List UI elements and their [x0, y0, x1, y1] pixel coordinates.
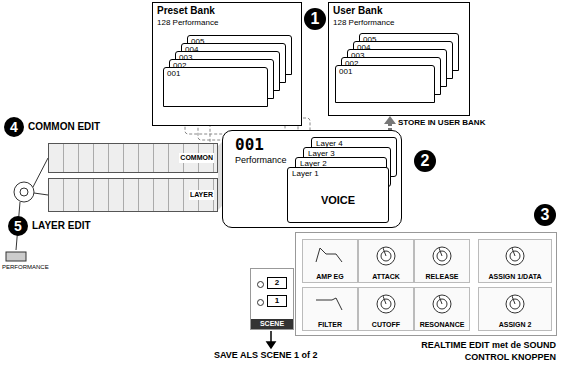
performance-box: 001PerformanceLayer 4Layer 3Layer 2Layer… — [222, 130, 402, 228]
node-text: ASSIGN 1/DATA — [479, 273, 551, 280]
section-label: COMMON EDIT — [28, 121, 100, 132]
node-text: RESONANCE — [415, 321, 469, 328]
bank-box: Preset Bank128 Performance00500400300200… — [152, 2, 302, 126]
control-panel: REALTIME EDIT met de SOUND CONTROL KNOPP… — [295, 232, 557, 336]
control-cell: FILTER — [302, 287, 358, 331]
node-text: CUTOFF — [359, 321, 413, 328]
store-arrow — [384, 116, 396, 130]
node-text: COMMON — [179, 153, 214, 163]
performance-card: 001 — [163, 67, 268, 107]
edit-knob — [14, 158, 48, 250]
edge-label: STORE IN USER BANK — [397, 118, 486, 128]
control-cell: RELEASE — [414, 239, 470, 283]
node-text: FILTER — [303, 321, 357, 328]
save-arrow — [267, 331, 275, 348]
control-cell: CUTOFF — [358, 287, 414, 331]
node-text: SCENE — [251, 319, 293, 329]
node-text: Preset Bank — [157, 5, 215, 16]
node-subtext: 128 Performance — [157, 18, 218, 27]
caption-label: SAVE ALS SCENE 1 of 2 — [214, 350, 318, 360]
node-subtext: VOICE — [288, 194, 388, 206]
node-text: AMP EG — [303, 273, 357, 280]
node-text: 2 — [268, 278, 286, 288]
node-subtext: Performance — [235, 155, 287, 165]
led — [257, 299, 264, 306]
node-text: 001 — [339, 67, 352, 76]
knob-icon — [366, 244, 406, 268]
knob-icon — [422, 244, 462, 268]
knob-icon — [366, 292, 406, 316]
control-cell: ATTACK — [358, 239, 414, 283]
performance-card: 001 — [335, 65, 435, 103]
node-text: 001 — [235, 135, 264, 154]
callout-number: 3 — [534, 204, 556, 226]
callout-number: 2 — [414, 150, 436, 172]
callout-number: 5 — [8, 216, 28, 236]
scene-button: 1 — [267, 295, 287, 307]
node-text: LAYER — [189, 190, 214, 200]
section-label: LAYER EDIT — [32, 220, 91, 231]
node-text: RELEASE — [415, 273, 469, 280]
node-text: 001 — [167, 69, 180, 78]
node-text: User Bank — [333, 5, 382, 16]
node-text: ASSIGN 2 — [479, 321, 551, 328]
scene-box: SCENE 2 1 — [250, 268, 294, 330]
node-text: 1 — [268, 296, 286, 306]
button-label: PERFORMANCE — [2, 264, 49, 270]
knob-icon — [422, 292, 462, 316]
node-subtext: 128 Performance — [333, 18, 394, 27]
control-cell: AMP EG — [302, 239, 358, 283]
callout-number: 4 — [4, 117, 24, 137]
callout-number: 1 — [304, 8, 326, 30]
layer-card: Layer 1 VOICE — [287, 167, 389, 223]
led — [257, 281, 264, 288]
filter-icon — [310, 292, 350, 316]
env-icon — [310, 244, 350, 268]
edit-strip: LAYER — [48, 178, 218, 212]
node-text: Layer 1 — [292, 169, 319, 178]
control-cell: ASSIGN 1/DATA — [478, 239, 552, 283]
performance-button — [6, 252, 26, 261]
control-cell: RESONANCE — [414, 287, 470, 331]
knob-icon — [495, 244, 535, 268]
control-cell: ASSIGN 2 — [478, 287, 552, 331]
node-text: REALTIME EDIT met de SOUND CONTROL KNOPP… — [406, 339, 556, 363]
knob-icon — [495, 292, 535, 316]
scene-button: 2 — [267, 277, 287, 289]
bank-box: User Bank128 Performance005004003002001 — [328, 2, 470, 116]
node-text: ATTACK — [359, 273, 413, 280]
edit-strip: COMMON — [48, 143, 218, 173]
